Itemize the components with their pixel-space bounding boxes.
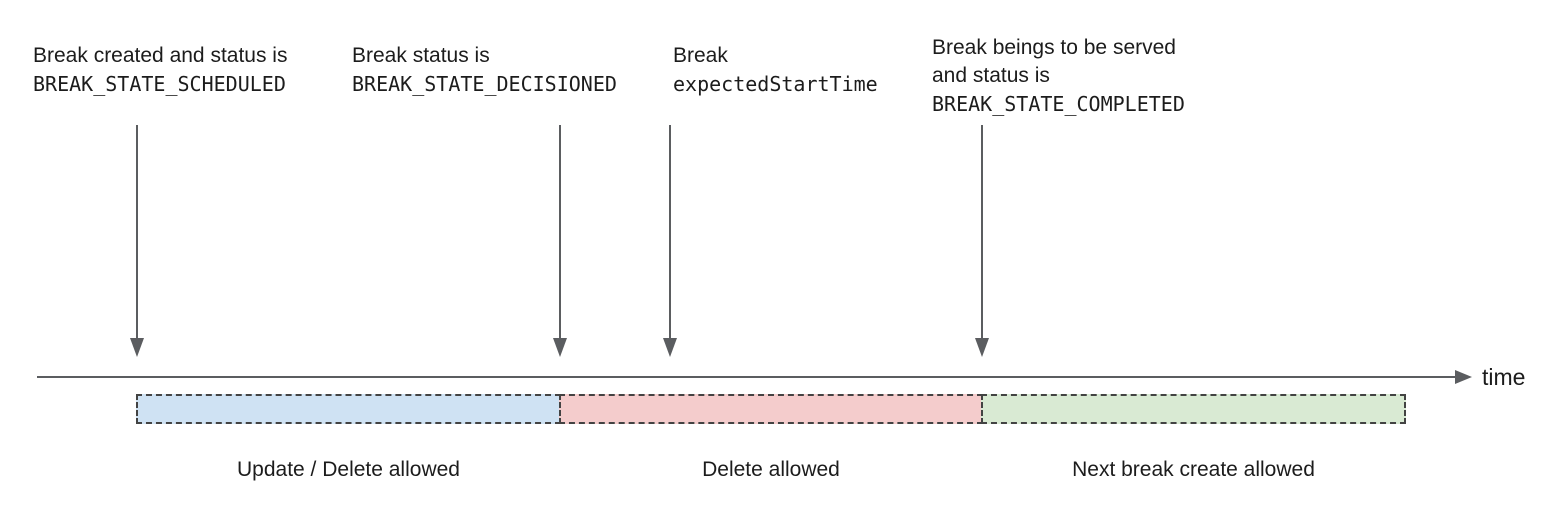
segment-delete-allowed [559, 394, 983, 424]
down-arrow-icon [553, 338, 567, 357]
annotation-break-decisioned: Break status is BREAK_STATE_DECISIONED [352, 42, 617, 98]
down-arrow-icon [130, 338, 144, 357]
segment-update-delete-allowed [136, 394, 561, 424]
down-arrow-line [981, 125, 983, 340]
annotation-text: Break [673, 44, 728, 67]
down-arrow-line [669, 125, 671, 340]
down-arrow-icon [663, 338, 677, 357]
annotation-code: BREAK_STATE_COMPLETED [932, 92, 1185, 116]
down-arrow-line [559, 125, 561, 340]
segment-label-delete-allowed: Delete allowed [702, 458, 840, 481]
annotation-text: Break beings to be served [932, 36, 1176, 59]
annotation-text: Break status is [352, 44, 490, 67]
annotation-code: BREAK_STATE_DECISIONED [352, 72, 617, 96]
down-arrow-line [136, 125, 138, 340]
annotation-text: Break created and status is [33, 44, 288, 67]
annotation-expected-start-time: Break expectedStartTime [673, 42, 878, 98]
segment-label-update-delete-allowed: Update / Delete allowed [237, 458, 460, 481]
time-axis-label: time [1482, 364, 1526, 390]
annotation-break-scheduled: Break created and status is BREAK_STATE_… [33, 42, 287, 98]
annotation-text: and status is [932, 64, 1050, 87]
annotation-code: expectedStartTime [673, 72, 878, 96]
annotation-break-completed: Break beings to be served and status is … [932, 34, 1185, 118]
time-axis-line [37, 376, 1456, 378]
annotation-code: BREAK_STATE_SCHEDULED [33, 72, 286, 96]
down-arrow-icon [975, 338, 989, 357]
time-axis-arrow-icon [1455, 370, 1472, 384]
segment-label-next-break-create-allowed: Next break create allowed [1072, 458, 1315, 481]
segment-next-break-create-allowed [981, 394, 1406, 424]
